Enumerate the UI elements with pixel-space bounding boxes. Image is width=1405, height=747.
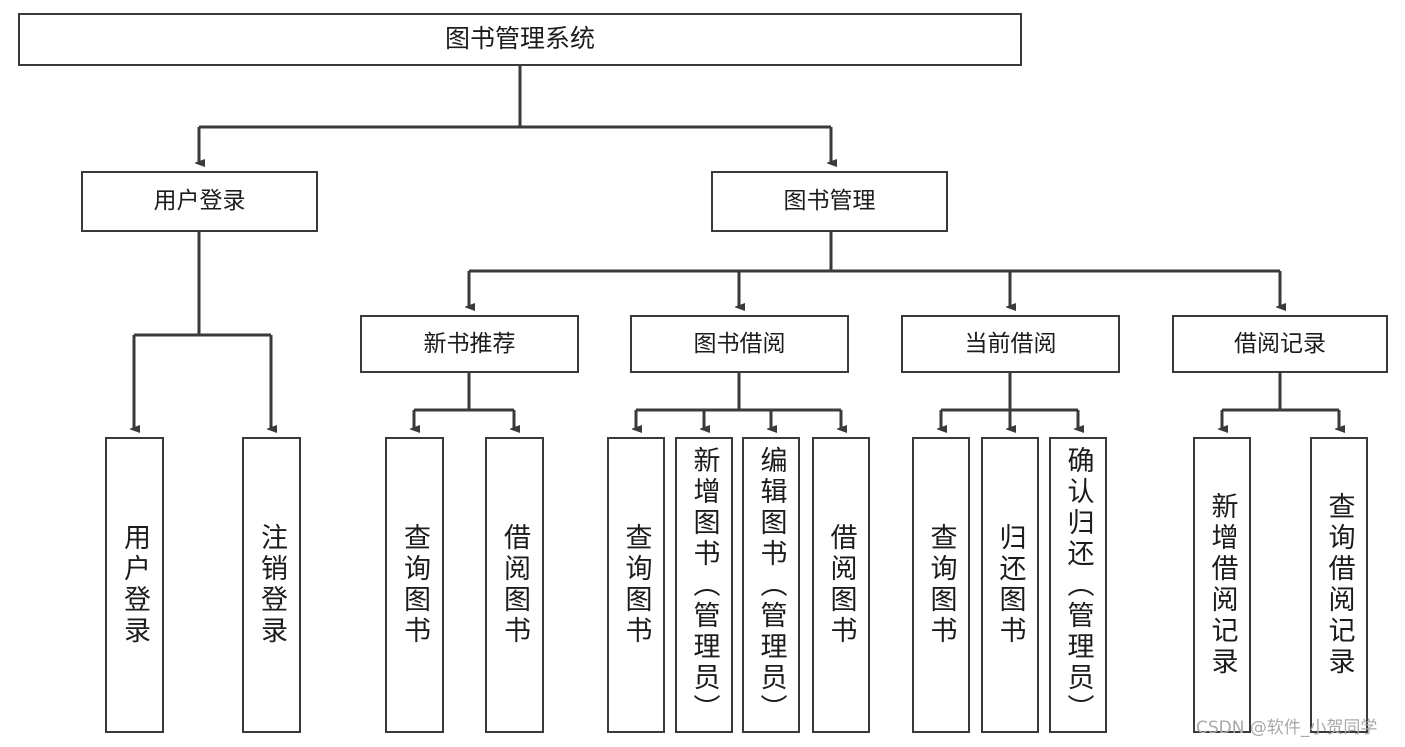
leaf-borrow-book-label: 借阅图书 [825, 523, 857, 647]
node-root[interactable]: 图书管理系统 [18, 13, 1022, 66]
leaf-add-borrow-record[interactable]: 新增借阅记录 [1193, 437, 1251, 733]
leaf-borrow-book-recommend-label: 借阅图书 [499, 523, 530, 647]
leaf-query-book-borrow[interactable]: 查询图书 [607, 437, 665, 733]
node-new-book-recommend[interactable]: 新书推荐 [360, 315, 579, 373]
leaf-query-borrow-record-label: 查询借阅记录 [1323, 492, 1355, 678]
node-user-login-label: 用户登录 [153, 188, 246, 215]
leaf-query-book-current[interactable]: 查询图书 [912, 437, 970, 733]
node-book-borrow-label: 图书借阅 [693, 330, 786, 357]
leaf-borrow-book-recommend[interactable]: 借阅图书 [485, 437, 544, 733]
leaf-query-borrow-record[interactable]: 查询借阅记录 [1310, 437, 1368, 733]
leaf-query-book-recommend[interactable]: 查询图书 [385, 437, 444, 733]
node-new-book-recommend-label: 新书推荐 [423, 330, 516, 357]
leaf-add-book-admin-label: 新增图书（管理员） [688, 445, 720, 725]
node-book-borrow[interactable]: 图书借阅 [630, 315, 849, 373]
leaf-confirm-return-admin[interactable]: 确认归还（管理员） [1049, 437, 1107, 733]
leaf-borrow-book[interactable]: 借阅图书 [812, 437, 870, 733]
leaf-add-book-admin[interactable]: 新增图书（管理员） [675, 437, 733, 733]
leaf-query-book-borrow-label: 查询图书 [620, 523, 652, 647]
node-current-borrow-label: 当前借阅 [964, 330, 1057, 357]
leaf-user-login-label: 用户登录 [119, 523, 150, 647]
leaf-edit-book-admin[interactable]: 编辑图书（管理员） [742, 437, 800, 733]
leaf-query-book-recommend-label: 查询图书 [399, 523, 430, 647]
leaf-user-login[interactable]: 用户登录 [105, 437, 164, 733]
leaf-confirm-return-admin-label: 确认归还（管理员） [1062, 445, 1094, 725]
node-book-management[interactable]: 图书管理 [711, 171, 948, 232]
leaf-return-book-label: 归还图书 [994, 523, 1026, 647]
leaf-query-book-current-label: 查询图书 [925, 523, 957, 647]
node-current-borrow[interactable]: 当前借阅 [901, 315, 1120, 373]
leaf-return-book[interactable]: 归还图书 [981, 437, 1039, 733]
node-borrow-record[interactable]: 借阅记录 [1172, 315, 1388, 373]
leaf-edit-book-admin-label: 编辑图书（管理员） [755, 445, 787, 725]
node-book-management-label: 图书管理 [783, 188, 876, 215]
leaf-logout-label: 注销登录 [256, 523, 287, 647]
node-root-label: 图书管理系统 [444, 24, 595, 54]
node-borrow-record-label: 借阅记录 [1234, 330, 1326, 357]
leaf-add-borrow-record-label: 新增借阅记录 [1206, 492, 1238, 678]
leaf-logout[interactable]: 注销登录 [242, 437, 301, 733]
node-user-login[interactable]: 用户登录 [81, 171, 318, 232]
csdn-watermark: CSDN @软件_小贺同学 [1196, 718, 1378, 738]
